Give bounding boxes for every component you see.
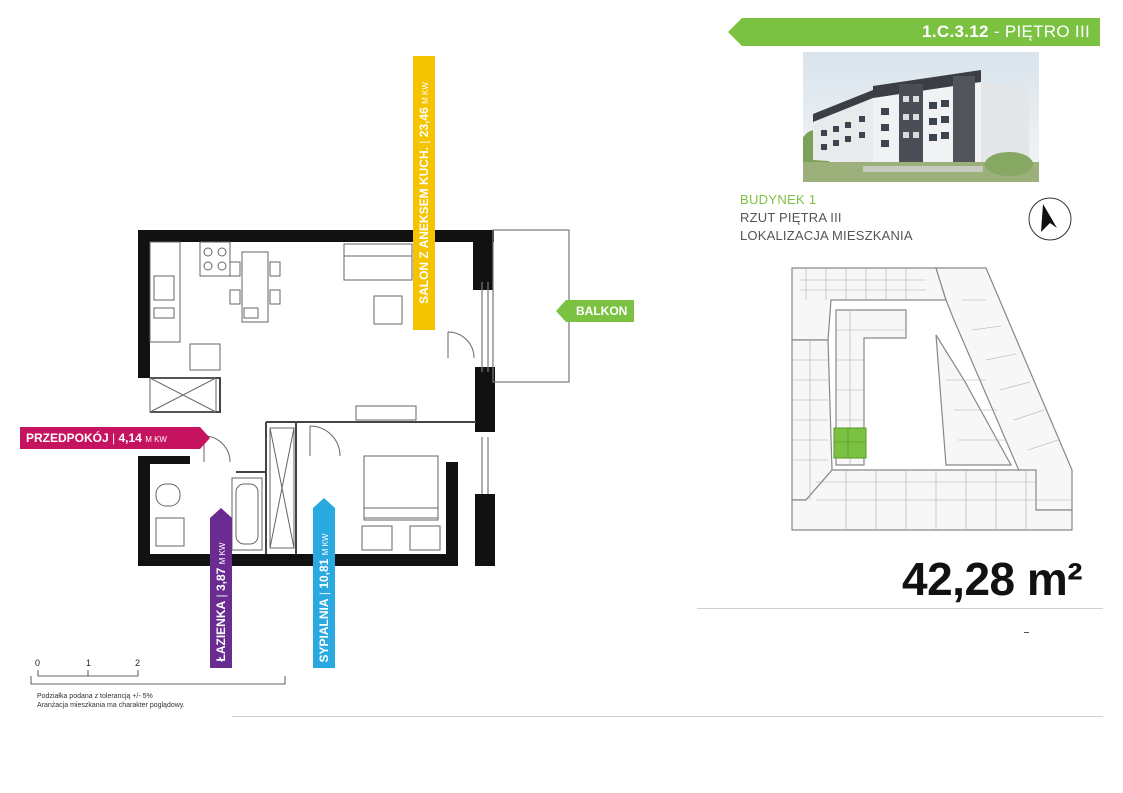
scale-tick-1: 1 bbox=[86, 658, 92, 668]
label-przedpokoj: PRZEDPOKÓJ | 4,14 M KW bbox=[20, 427, 210, 449]
label-sypialnia: SYPIALNIA | 10,81 M KW bbox=[313, 498, 335, 668]
divider-top bbox=[697, 608, 1103, 609]
site-plan-map bbox=[786, 260, 1076, 550]
label-przedpokoj-text: PRZEDPOKÓJ | 4,14 M KW bbox=[26, 431, 167, 445]
divider-bottom bbox=[232, 716, 1103, 717]
lazienka-separator: | bbox=[214, 591, 228, 601]
balkon-tag-arrow bbox=[556, 300, 634, 322]
salon-unit: M KW bbox=[421, 82, 430, 104]
balkon-name: BALKON bbox=[576, 304, 628, 318]
salon-area: 23,46 bbox=[417, 107, 431, 138]
sypialnia-name: SYPIALNIA bbox=[317, 598, 331, 663]
label-balkon: BALKON bbox=[556, 300, 634, 322]
scale-tick-0: 0 bbox=[35, 658, 41, 668]
note-arrangement: Aranżacja mieszkania ma charakter pogląd… bbox=[37, 702, 185, 709]
building-photo bbox=[799, 52, 1039, 182]
salon-name: SALON Z ANEKSEM KUCH. bbox=[417, 147, 431, 304]
przedpokoj-name: PRZEDPOKÓJ bbox=[26, 431, 109, 445]
scale-tick-2: 2 bbox=[135, 658, 141, 668]
sypialnia-separator: | bbox=[317, 588, 331, 599]
area-value: 42,28 bbox=[902, 553, 1015, 605]
dash-mark bbox=[1024, 632, 1029, 633]
label-lazienka-text: ŁAZIENKA | 3,87 M KW bbox=[214, 543, 228, 662]
scale-note: Podziałka podana z tolerancją +/- 5% Ara… bbox=[37, 692, 185, 710]
label-salon: SALON Z ANEKSEM KUCH. | 23,46 M KW bbox=[413, 56, 435, 330]
unit-separator: - bbox=[988, 22, 1005, 41]
sypialnia-tag-arrow bbox=[313, 498, 335, 668]
label-lazienka: ŁAZIENKA | 3,87 M KW bbox=[210, 508, 232, 668]
unit-title: 1.C.3.12 - PIĘTRO III bbox=[922, 22, 1090, 42]
scale-ruler bbox=[30, 670, 286, 685]
przedpokoj-tag-arrow bbox=[20, 427, 210, 449]
highlighted-unit bbox=[833, 427, 867, 459]
floor-plan bbox=[130, 222, 580, 567]
lazienka-name: ŁAZIENKA bbox=[214, 600, 228, 662]
lazienka-area: 3,87 bbox=[214, 567, 228, 592]
przedpokoj-area: 4,14 bbox=[118, 431, 142, 445]
building-label: BUDYNEK 1 bbox=[740, 192, 817, 207]
unit-tag: 1.C.3.12 - PIĘTRO III bbox=[728, 18, 1100, 46]
floor-plan-label: RZUT PIĘTRA III bbox=[740, 210, 842, 225]
total-area: 42,28 m² bbox=[902, 552, 1083, 606]
label-salon-text: SALON Z ANEKSEM KUCH. | 23,46 M KW bbox=[417, 82, 431, 304]
lazienka-unit: M KW bbox=[218, 542, 227, 565]
lazienka-tag-arrow bbox=[210, 508, 232, 668]
sypialnia-unit: M KW bbox=[321, 533, 330, 556]
compass-icon bbox=[1027, 196, 1073, 242]
note-tolerance: Podziałka podana z tolerancją +/- 5% bbox=[37, 693, 153, 700]
salon-separator: | bbox=[417, 137, 431, 148]
przedpokoj-separator: | bbox=[108, 431, 119, 445]
area-unit: m² bbox=[1026, 553, 1083, 605]
sypialnia-area: 10,81 bbox=[317, 558, 331, 589]
unit-code: 1.C.3.12 bbox=[922, 22, 989, 41]
floor-label: PIĘTRO III bbox=[1004, 22, 1090, 41]
location-label: LOKALIZACJA MIESZKANIA bbox=[740, 228, 913, 243]
unit-tag-arrow bbox=[728, 18, 1100, 46]
scale-bar: 0 1 2 bbox=[30, 656, 290, 688]
label-sypialnia-text: SYPIALNIA | 10,81 M KW bbox=[317, 534, 331, 663]
przedpokoj-unit: M KW bbox=[145, 435, 167, 444]
